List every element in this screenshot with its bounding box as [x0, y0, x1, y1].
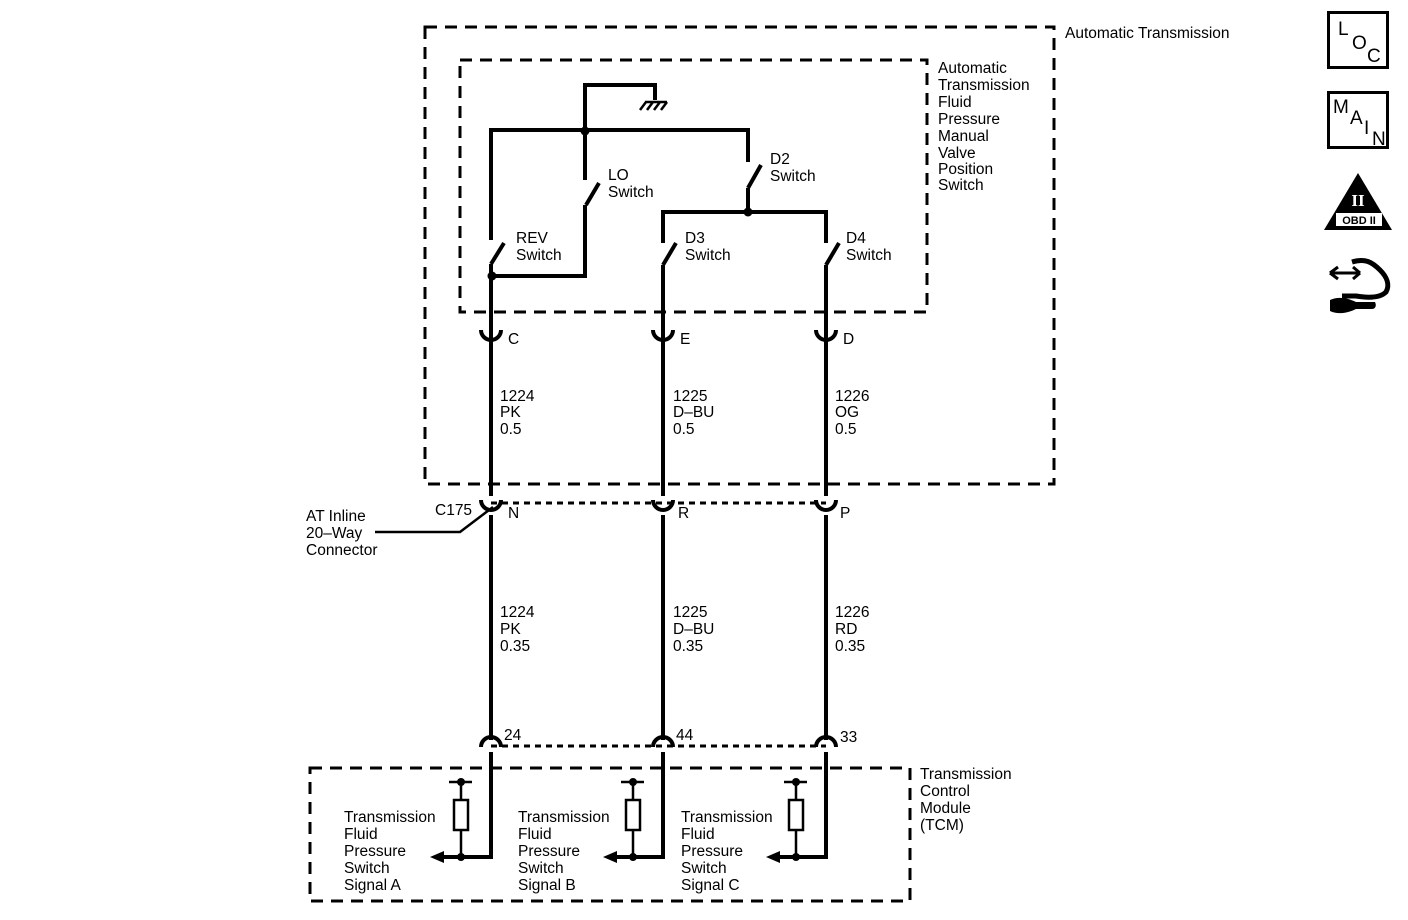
- inline-connector-c175: [375, 486, 838, 534]
- signal-a-label: Transmission Fluid Pressure Switch Signa…: [344, 809, 440, 894]
- connector-pin-p: P: [840, 505, 850, 522]
- resistor-icon: [787, 798, 805, 832]
- tcm-connector: [479, 735, 838, 748]
- d3-switch-label: D3 Switch: [685, 230, 731, 264]
- d3-d4-bus: [661, 210, 828, 243]
- tcm-pin-24: 24: [504, 727, 522, 744]
- d4-switch-contact: [824, 241, 841, 267]
- wire-label-lower-1224: 1224 PK 0.35: [500, 604, 539, 655]
- d2-switch-label: D2 Switch: [770, 151, 816, 185]
- arrow-left-icon: [430, 851, 444, 863]
- loc-icon[interactable]: L O C: [1327, 11, 1389, 69]
- lo-switch-contact: [584, 181, 601, 207]
- top-bus: [489, 128, 750, 240]
- loc-letter: L: [1338, 19, 1349, 40]
- automatic-transmission-enclosure: [423, 25, 1056, 486]
- main-letter: M: [1333, 97, 1349, 118]
- tcm-internal-circuit-a: [430, 752, 493, 863]
- main-letter: N: [1372, 129, 1386, 150]
- d3-switch-contact: [661, 241, 678, 267]
- tcm-label: Transmission Control Module (TCM): [920, 766, 1016, 834]
- tcm-pin-33: 33: [840, 729, 857, 746]
- pressure-switch-enclosure: [458, 58, 929, 314]
- inline-connector-id: C175: [435, 502, 472, 519]
- main-letter: I: [1364, 118, 1370, 139]
- inline-connector-leader: [375, 506, 494, 534]
- svg-text:II: II: [1351, 191, 1365, 210]
- main-icon[interactable]: M A I N: [1327, 91, 1389, 149]
- wire-label-upper-1226: 1226 OG 0.5: [835, 388, 874, 438]
- obd-ii-icon[interactable]: II OBD II: [1324, 173, 1392, 230]
- automatic-transmission-label: Automatic Transmission: [1065, 25, 1230, 42]
- signal-c-label: Transmission Fluid Pressure Switch Signa…: [681, 809, 777, 894]
- d4-switch-label: D4 Switch: [846, 230, 892, 264]
- arrow-left-icon: [603, 851, 617, 863]
- resistor-icon: [624, 798, 642, 832]
- wire-label-upper-1225: 1225 D–BU 0.5: [673, 388, 719, 438]
- pressure-switch-label: Automatic Transmission Fluid Pressure Ma…: [938, 60, 1034, 194]
- top-connector-cups: [479, 316, 838, 342]
- loc-letter: C: [1367, 46, 1381, 67]
- wire-label-lower-1226: 1226 RD 0.35: [835, 604, 874, 655]
- service-icon[interactable]: [1329, 257, 1391, 314]
- resistor-icon: [452, 798, 470, 832]
- arrow-left-icon: [766, 851, 780, 863]
- svg-text:OBD II: OBD II: [1342, 215, 1376, 227]
- tcm-enclosure: [308, 766, 912, 903]
- lo-switch-label: LO Switch: [608, 167, 654, 201]
- rev-switch-label: REV Switch: [516, 230, 562, 264]
- tcm-internal-circuit-c: [766, 752, 828, 863]
- connector-pin-e: E: [680, 331, 690, 348]
- tcm-pin-44: 44: [676, 727, 694, 744]
- ground-icon: [639, 100, 668, 111]
- circuit-wires: [489, 326, 828, 740]
- connector-pin-d: D: [843, 331, 854, 348]
- wire-label-lower-1225: 1225 D–BU 0.35: [673, 604, 719, 655]
- ground-wire: [583, 83, 657, 130]
- tcm-internal-circuit-b: [603, 752, 665, 863]
- connector-pin-r: R: [678, 505, 689, 522]
- d2-switch-contact: [746, 164, 763, 189]
- rev-switch-contact: [489, 241, 506, 266]
- loc-letter: O: [1352, 33, 1367, 54]
- switch-network: [487, 83, 841, 318]
- wire-label-upper-1224: 1224 PK 0.5: [500, 388, 539, 438]
- inline-connector-label: AT Inline 20–Way Connector: [306, 508, 378, 559]
- connector-pin-c: C: [508, 331, 519, 348]
- main-letter: A: [1350, 108, 1363, 129]
- signal-b-label: Transmission Fluid Pressure Switch Signa…: [518, 809, 614, 894]
- connector-pin-n: N: [508, 505, 519, 522]
